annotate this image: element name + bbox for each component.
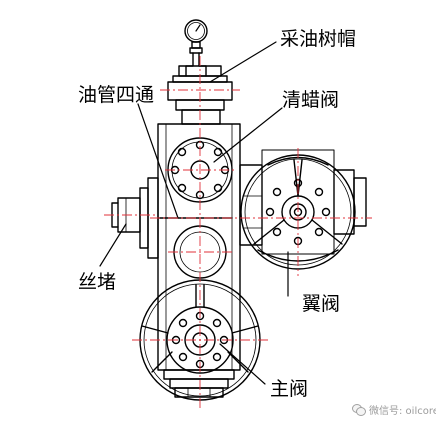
pressure-gauge bbox=[184, 19, 208, 77]
label-plug: 丝堵 bbox=[78, 271, 117, 293]
wechat-icon bbox=[352, 403, 366, 416]
centerlines bbox=[104, 56, 372, 408]
wing-valve bbox=[239, 149, 367, 270]
label-wing-valve: 翼阀 bbox=[302, 293, 341, 315]
watermark: 微信号: oilcore bbox=[352, 402, 436, 417]
label-tubing-cross: 油管四通 bbox=[78, 84, 155, 106]
watermark-text: 微信号: oilcore bbox=[369, 405, 436, 417]
label-master-valve: 主阀 bbox=[270, 378, 309, 400]
leader-lines bbox=[99, 41, 289, 385]
label-tree-cap: 采油树帽 bbox=[280, 28, 357, 50]
label-paraffin-valve: 清蜡阀 bbox=[282, 89, 340, 111]
